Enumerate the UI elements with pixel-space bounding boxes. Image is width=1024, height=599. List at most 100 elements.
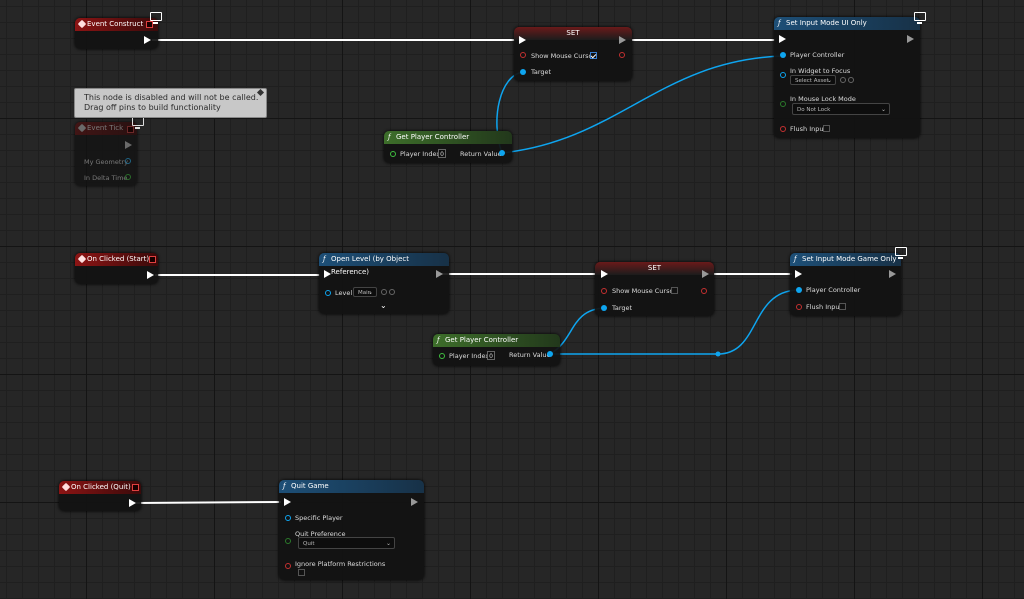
exec-out-pin[interactable] — [129, 499, 136, 507]
specific-player-pin[interactable] — [285, 515, 291, 521]
player-index-pin[interactable] — [439, 353, 445, 359]
return-value-pin[interactable] — [499, 150, 505, 156]
exec-in-pin[interactable] — [519, 36, 526, 44]
target-pin[interactable] — [520, 69, 526, 75]
delta-time-pin[interactable] — [125, 174, 131, 180]
exec-in-pin[interactable] — [795, 270, 802, 278]
show-mouse-cursor-checkbox[interactable] — [671, 287, 678, 294]
exec-wire-quit-quitgame — [135, 501, 282, 504]
flush-input-pin[interactable] — [780, 126, 786, 132]
on-clicked-start-node[interactable]: On Clicked (Start) — [75, 253, 158, 284]
quit-preference-dropdown[interactable]: Quit⌄ — [298, 537, 395, 549]
event-tick-node[interactable]: Event Tick My Geometry In Delta Time — [75, 122, 137, 186]
node-header: SET — [514, 27, 632, 40]
target-pin[interactable] — [601, 305, 607, 311]
pin-label: Player Controller — [806, 286, 861, 294]
node-title: SET — [566, 29, 580, 37]
delegate-pin[interactable] — [132, 484, 139, 491]
wire-reroute-dot — [715, 351, 721, 357]
on-clicked-quit-node[interactable]: On Clicked (Quit) — [59, 481, 141, 511]
node-title: Get Player Controller — [396, 133, 470, 141]
widget-select-dropdown[interactable]: Select Asset⌄ — [790, 75, 836, 85]
disabled-node-tooltip: This node is disabled and will not be ca… — [74, 88, 267, 118]
pin-label: Target — [612, 304, 633, 312]
bool-out-pin[interactable] — [619, 52, 625, 58]
quit-preference-pin[interactable] — [285, 538, 291, 544]
pin-label: Flush Input — [790, 125, 827, 133]
ignore-restrictions-pin[interactable] — [285, 563, 291, 569]
bool-in-pin[interactable] — [520, 52, 526, 58]
monitor-icon — [132, 117, 144, 129]
lock-mode-pin[interactable] — [780, 101, 786, 107]
flush-input-checkbox[interactable] — [839, 303, 846, 310]
level-dropdown[interactable]: Main⌄ — [353, 287, 377, 297]
exec-out-pin[interactable] — [436, 270, 443, 278]
monitor-icon — [150, 12, 162, 24]
event-icon — [77, 19, 87, 29]
geometry-pin[interactable] — [125, 158, 131, 164]
node-title: Event Construct — [87, 20, 144, 28]
set-show-mouse-cursor-node[interactable]: SET Show Mouse Cursor Target — [514, 27, 632, 81]
node-header: On Clicked (Start) — [75, 253, 158, 266]
node-title: Get Player Controller — [445, 336, 519, 344]
expand-chevron-icon[interactable]: ⌄ — [380, 301, 387, 310]
exec-in-pin[interactable] — [284, 498, 291, 506]
widget-pin[interactable] — [780, 72, 786, 78]
pin-label: Show Mouse Cursor — [612, 287, 677, 295]
exec-out-pin[interactable] — [619, 36, 626, 44]
ignore-restrictions-checkbox[interactable] — [298, 569, 305, 576]
level-pin[interactable] — [325, 290, 331, 296]
exec-in-pin[interactable] — [779, 35, 786, 43]
exec-out-pin[interactable] — [147, 271, 154, 279]
player-index-pin[interactable] — [390, 151, 396, 157]
browse-icon[interactable] — [381, 289, 387, 295]
node-header: SET — [595, 262, 714, 275]
flush-input-pin[interactable] — [796, 304, 802, 310]
flush-input-checkbox[interactable] — [823, 125, 830, 132]
node-title: On Clicked (Start) — [87, 255, 150, 263]
pin-label: Quit Preference — [295, 530, 346, 538]
search-icon[interactable] — [389, 289, 395, 295]
set-show-mouse-cursor-node[interactable]: SET Show Mouse Cursor Target — [595, 262, 714, 316]
exec-out-pin[interactable] — [411, 498, 418, 506]
bool-out-pin[interactable] — [701, 288, 707, 294]
pin-label: Flush Input — [806, 303, 843, 311]
pin-label: Target — [531, 68, 552, 76]
exec-out-pin[interactable] — [889, 270, 896, 278]
node-title: On Clicked (Quit) — [71, 483, 131, 491]
lock-mode-dropdown[interactable]: Do Not Lock⌄ — [792, 103, 890, 115]
node-title: Set Input Mode UI Only — [786, 19, 867, 27]
event-construct-node[interactable]: Event Construct — [75, 18, 158, 49]
tooltip-line: This node is disabled and will not be ca… — [84, 93, 259, 102]
exec-out-pin[interactable] — [144, 36, 151, 44]
exec-out-pin[interactable] — [702, 270, 709, 278]
player-controller-pin[interactable] — [796, 287, 802, 293]
exec-out-pin[interactable] — [907, 35, 914, 43]
bool-in-pin[interactable] — [601, 288, 607, 294]
exec-in-pin[interactable] — [601, 270, 608, 278]
player-controller-pin[interactable] — [780, 52, 786, 58]
delegate-pin[interactable] — [127, 126, 134, 133]
node-header: Event Construct — [75, 18, 158, 31]
pin-label: In Delta Time — [84, 174, 128, 182]
pin-label: My Geometry — [84, 158, 128, 166]
delegate-pin[interactable] — [146, 21, 153, 28]
event-icon — [77, 123, 87, 133]
player-index-input[interactable]: 0 — [487, 351, 495, 360]
exec-in-pin[interactable] — [324, 270, 331, 278]
exec-out-pin[interactable] — [125, 141, 132, 149]
return-value-pin[interactable] — [547, 351, 553, 357]
browse-icon[interactable] — [840, 77, 846, 83]
delegate-pin[interactable] — [149, 256, 156, 263]
search-icon[interactable] — [848, 77, 854, 83]
show-mouse-cursor-checkbox[interactable] — [590, 52, 597, 59]
player-index-input[interactable]: 0 — [438, 149, 446, 158]
